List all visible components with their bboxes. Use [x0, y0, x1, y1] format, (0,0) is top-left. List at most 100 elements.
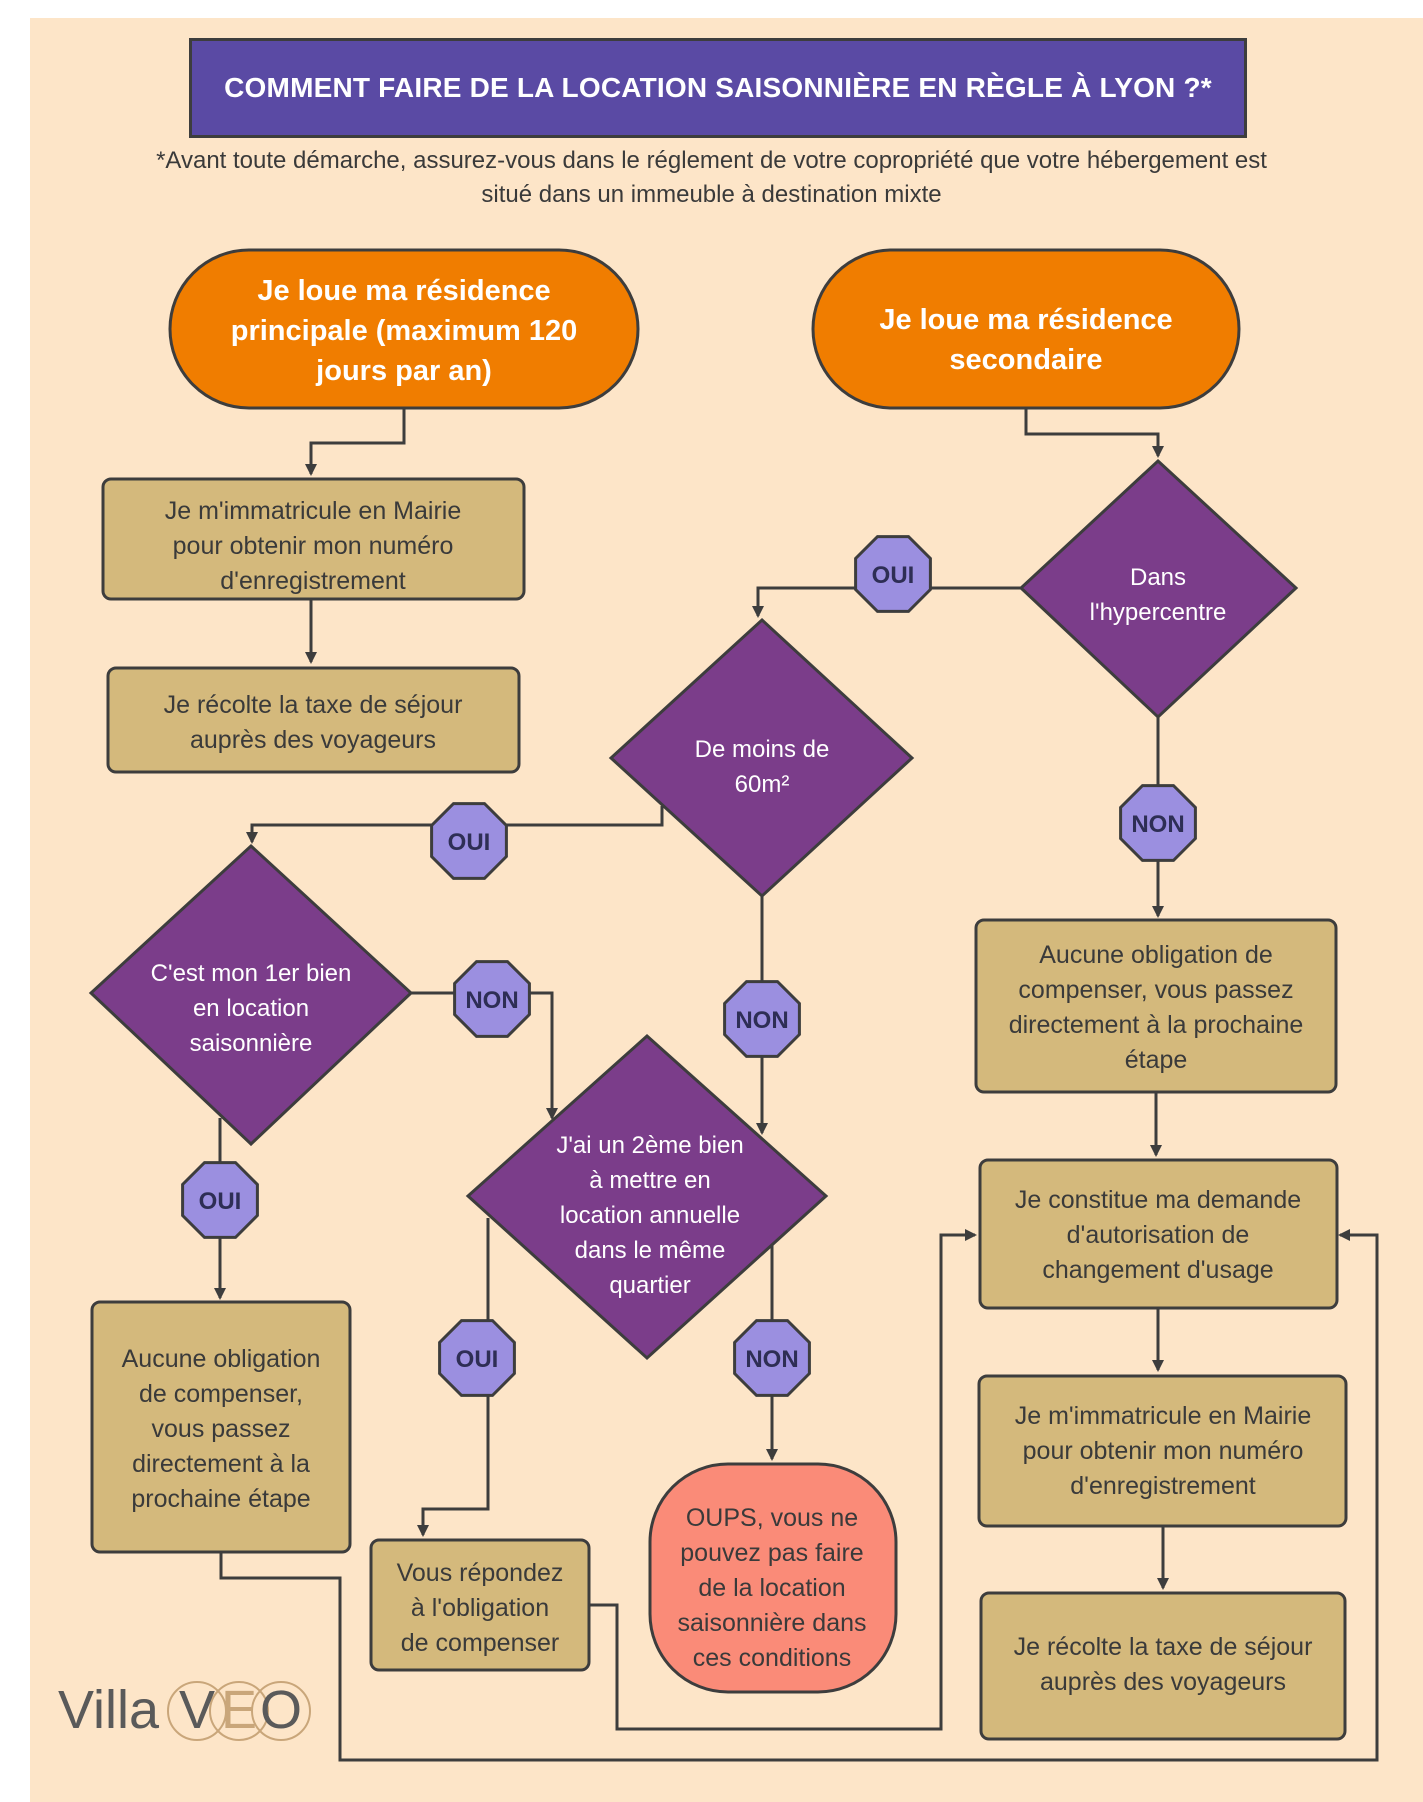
answer-label: NON — [735, 1007, 788, 1034]
compensate-step: Vous répondez à l'obligation de compense… — [369, 1538, 591, 1672]
right-register-step: Je m'immatricule en Mairie pour obtenir … — [977, 1374, 1348, 1528]
page-title: COMMENT FAIRE DE LA LOCATION SAISONNIÈRE… — [224, 72, 1212, 103]
start-left-line-2: principale (maximum 120 — [231, 315, 578, 347]
answer-second-property-oui: OUI — [438, 1319, 516, 1397]
answer-label: OUI — [199, 1188, 242, 1215]
dead-end-line-3: de la location — [698, 1574, 845, 1602]
connector-start-left-to-step1 — [305, 409, 406, 476]
title-banner: COMMENT FAIRE DE LA LOCATION SAISONNIÈRE… — [189, 38, 1247, 138]
start-secondary-residence: Je loue ma résidence secondaire — [811, 248, 1241, 410]
subtitle-note: *Avant toute démarche, assurez-vous dans… — [60, 144, 1363, 212]
dead-end-outcome: OUPS, vous ne pouvez pas faire de la loc… — [648, 1462, 898, 1694]
answer-first-property-oui: OUI — [181, 1161, 259, 1239]
right-tax-step: Je récolte la taxe de séjour auprès des … — [979, 1591, 1347, 1741]
compensate-line-3: de compenser — [401, 1629, 559, 1657]
second-property-line-3: location annuelle — [560, 1202, 740, 1229]
answer-label: NON — [1131, 811, 1184, 838]
start-right-line-1: Je loue ma résidence — [879, 304, 1172, 336]
octagon-shape — [854, 535, 932, 613]
second-property-line-4: dans le même — [575, 1237, 726, 1264]
answer-badges: OUI NON OUI NON NON OUI OUI NON — [181, 535, 1197, 1397]
start-primary-residence: Je loue ma résidence principale (maximum… — [168, 248, 640, 410]
answer-hypercentre-oui: OUI — [854, 535, 932, 613]
left-register-line-3: d'enregistrement — [220, 567, 405, 595]
logo-letter-v: V — [179, 1680, 215, 1740]
decision-second-property: J'ai un 2ème bien à mettre en location a… — [465, 1033, 829, 1361]
answer-label: OUI — [456, 1346, 499, 1373]
surface-line-1: De moins de — [695, 736, 830, 763]
left-nocomp-line-5: prochaine étape — [131, 1485, 310, 1513]
compensate-line-2: à l'obligation — [411, 1594, 549, 1622]
dead-end-line-4: saisonnière dans — [677, 1609, 866, 1637]
octagon-shape — [430, 802, 508, 880]
second-property-line-1: J'ai un 2ème bien — [556, 1132, 743, 1159]
octagon-shape — [723, 980, 801, 1058]
dead-end-line-2: pouvez pas faire — [680, 1539, 863, 1567]
villaveo-logo: Villa V E O — [58, 1680, 311, 1741]
left-tax-step: Je récolte la taxe de séjour auprès des … — [106, 666, 521, 774]
request-line-2: d'autorisation de — [1067, 1221, 1250, 1249]
subtitle-line-1: *Avant toute démarche, assurez-vous dans… — [156, 147, 1267, 174]
right-nocomp-line-4: étape — [1125, 1046, 1188, 1074]
answer-surface-non: NON — [723, 980, 801, 1058]
decision-hypercentre: Dans l'hypercentre — [1018, 458, 1299, 720]
dead-end-line-5: ces conditions — [693, 1644, 851, 1672]
decision-surface: De moins de 60m² — [608, 617, 915, 899]
left-nocomp-line-3: vous passez — [152, 1415, 291, 1443]
connector-hypercentre-oui — [752, 586, 1021, 618]
start-left-line-1: Je loue ma résidence — [257, 275, 550, 307]
right-usage-request-step: Je constitue ma demande d'autorisation d… — [978, 1158, 1339, 1310]
right-no-compensation-step: Aucune obligation de compenser, vous pas… — [974, 918, 1338, 1094]
answer-second-property-non: NON — [733, 1319, 811, 1397]
right-register-line-1: Je m'immatricule en Mairie — [1015, 1402, 1312, 1430]
second-property-line-2: à mettre en — [589, 1167, 710, 1194]
left-tax-line-1: Je récolte la taxe de séjour — [164, 691, 463, 719]
logo-wordmark: Villa — [58, 1680, 160, 1740]
answer-surface-oui: OUI — [430, 802, 508, 880]
right-tax-line-2: auprès des voyageurs — [1040, 1668, 1286, 1696]
connector-left-nocomp-to-request — [219, 1229, 1379, 1762]
left-register-step: Je m'immatricule en Mairie pour obtenir … — [101, 477, 526, 601]
compensate-line-1: Vous répondez — [397, 1559, 564, 1587]
answer-label: OUI — [448, 829, 491, 856]
logo-letter-o: O — [260, 1680, 302, 1740]
request-line-3: changement d'usage — [1042, 1256, 1273, 1284]
right-nocomp-line-3: directement à la prochaine — [1009, 1011, 1304, 1039]
left-nocomp-line-1: Aucune obligation — [122, 1345, 321, 1373]
first-property-line-3: saisonnière — [190, 1030, 313, 1057]
logo-letter-e: E — [221, 1680, 257, 1740]
octagon-shape — [733, 1319, 811, 1397]
surface-line-2: 60m² — [735, 771, 790, 798]
hypercentre-line-1: Dans — [1130, 564, 1186, 591]
right-register-line-3: d'enregistrement — [1070, 1472, 1255, 1500]
answer-first-property-non: NON — [453, 960, 531, 1038]
left-tax-line-2: auprès des voyageurs — [190, 726, 436, 754]
dead-end-line-1: OUPS, vous ne — [686, 1504, 858, 1532]
right-tax-line-1: Je récolte la taxe de séjour — [1014, 1633, 1313, 1661]
connector-start-right-to-hypercentre — [1024, 409, 1164, 458]
answer-label: NON — [465, 987, 518, 1014]
answer-hypercentre-non: NON — [1119, 784, 1197, 862]
right-register-line-2: pour obtenir mon numéro — [1023, 1437, 1304, 1465]
left-nocomp-line-2: de compenser, — [139, 1380, 303, 1408]
request-line-1: Je constitue ma demande — [1015, 1186, 1301, 1214]
first-property-line-1: C'est mon 1er bien — [151, 960, 352, 987]
answer-label: NON — [745, 1346, 798, 1373]
connector-compensate-to-request — [589, 1229, 977, 1731]
left-nocomp-line-4: directement à la — [132, 1450, 310, 1478]
decision-first-property: C'est mon 1er bien en location saisonniè… — [88, 843, 414, 1147]
left-register-line-1: Je m'immatricule en Mairie — [165, 497, 462, 525]
start-right-line-2: secondaire — [949, 344, 1102, 376]
octagon-shape — [181, 1161, 259, 1239]
first-property-line-2: en location — [193, 995, 309, 1022]
octagon-shape — [453, 960, 531, 1038]
start-left-line-3: jours par an) — [315, 355, 492, 387]
second-property-line-5: quartier — [609, 1272, 690, 1299]
subtitle-line-2: situé dans un immeuble à destination mix… — [481, 181, 942, 208]
left-register-line-2: pour obtenir mon numéro — [173, 532, 454, 560]
octagon-shape — [1119, 784, 1197, 862]
octagon-shape — [438, 1319, 516, 1397]
right-nocomp-line-1: Aucune obligation de — [1039, 941, 1273, 969]
hypercentre-line-2: l'hypercentre — [1090, 599, 1227, 626]
